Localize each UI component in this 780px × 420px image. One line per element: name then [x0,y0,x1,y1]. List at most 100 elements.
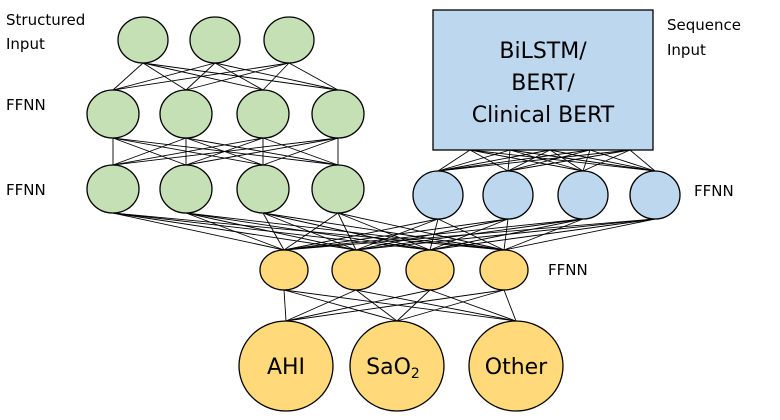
ffnn-sequence-node [629,170,681,220]
connection-edge [507,149,591,172]
connection-edge [112,62,144,91]
connection-edge [509,149,656,172]
connection-edge [112,62,216,91]
connection-edge [469,149,584,172]
connection-edge [396,289,431,322]
ffnn-sequence-node [482,170,534,220]
sao2-base: SaO [366,355,411,380]
ffnn-2-node [236,164,290,214]
connection-edge [507,149,551,172]
connection-edge [469,149,656,172]
ffnn-right-label: FFNN [694,182,734,200]
connection-edge [503,289,517,322]
ffnn-sequence-node [557,170,609,220]
connection-edge [185,212,431,251]
sequence-input-label-line-1: Sequence [667,16,741,34]
connection-edge [283,289,517,322]
sequence-input-label-line-2: Input [667,41,706,59]
connection-edge [285,289,431,322]
output-node-sao2 [349,320,445,412]
connection-edge [283,218,584,251]
connection-edge [355,289,517,322]
ffnn-1-node [236,89,290,139]
ffnn-merge-node [331,249,381,291]
ffnn-left-2-label: FFNN [6,181,46,199]
output-layer [238,320,564,412]
ffnn-2-node [159,164,213,214]
connection-edge [437,149,511,172]
structured-input-node [263,16,315,64]
connection-edge [112,137,339,166]
connection-edge [582,149,631,172]
ffnn-merge-node [479,249,529,291]
structured-input-node [117,16,169,64]
connection-edges [112,62,656,322]
connection-edge [509,149,584,172]
ffnn-sequence-node [412,170,464,220]
output-label-sao2: SaO2 [366,355,420,382]
sequence-encoder-box [432,9,654,151]
connection-edge [429,289,517,322]
connection-edge [112,137,187,166]
ffnn-2-node [311,164,365,214]
connection-edge [629,149,656,172]
connection-edge [262,137,339,166]
output-label-ahi: AHI [267,355,305,380]
sequence-encoder-line-3: Clinical BERT [472,103,615,128]
connection-edge [429,218,656,251]
ffnn-merge-node [259,249,309,291]
connection-edge [503,218,656,251]
connection-edge [285,289,357,322]
connection-edge [283,289,398,322]
connection-edge [112,62,290,91]
connection-edge [112,212,285,251]
output-label-other: Other [485,355,548,380]
output-node-ahi [238,320,334,412]
ffnn-sequence-layer [412,170,681,220]
connection-edge [288,62,339,91]
connection-edge [262,62,290,91]
structured-input-layer [117,16,315,64]
connection-edge [285,289,505,322]
connection-edge [142,62,339,91]
sequence-encoder-line-1: BiLSTM/ [499,39,587,64]
connection-edge [437,149,591,172]
ffnn-merge-label: FFNN [548,261,588,279]
connection-edge [283,212,339,251]
connection-edge [437,149,471,172]
connection-edge [283,289,287,322]
connection-edge [185,212,285,251]
ffnn-merge-node [405,249,455,291]
output-node-other [468,320,564,412]
ffnn-merge-layer [259,249,529,291]
connection-edge [112,137,264,166]
connection-edge [396,289,505,322]
connection-edge [283,218,439,251]
sequence-encoder-line-2: BERT/ [511,71,575,96]
connection-edge [185,62,290,91]
connection-edge [185,137,339,166]
connection-edge [437,149,551,172]
structured-input-label-line-1: Structured [6,11,85,29]
connection-edge [262,212,285,251]
ffnn-2-node [86,164,140,214]
ffnn-1-node [159,89,213,139]
structured-input-node [189,16,241,64]
connection-edge [283,218,509,251]
structured-input-label-line-2: Input [6,35,45,53]
sao2-subscript: 2 [411,366,420,382]
connection-edge [355,218,656,251]
ffnn-1-node [311,89,365,139]
ffnn-1-node [86,89,140,139]
ffnn-layer-1 [86,89,365,139]
connection-edge [437,149,631,172]
connection-edge [355,289,398,322]
connection-edge [507,149,631,172]
connection-edge [283,218,656,251]
connection-edge [337,212,505,251]
connection-edge [507,149,511,172]
connection-edge [469,149,509,172]
ffnn-left-1-label: FFNN [6,96,46,114]
ffnn-layer-2 [86,164,365,214]
